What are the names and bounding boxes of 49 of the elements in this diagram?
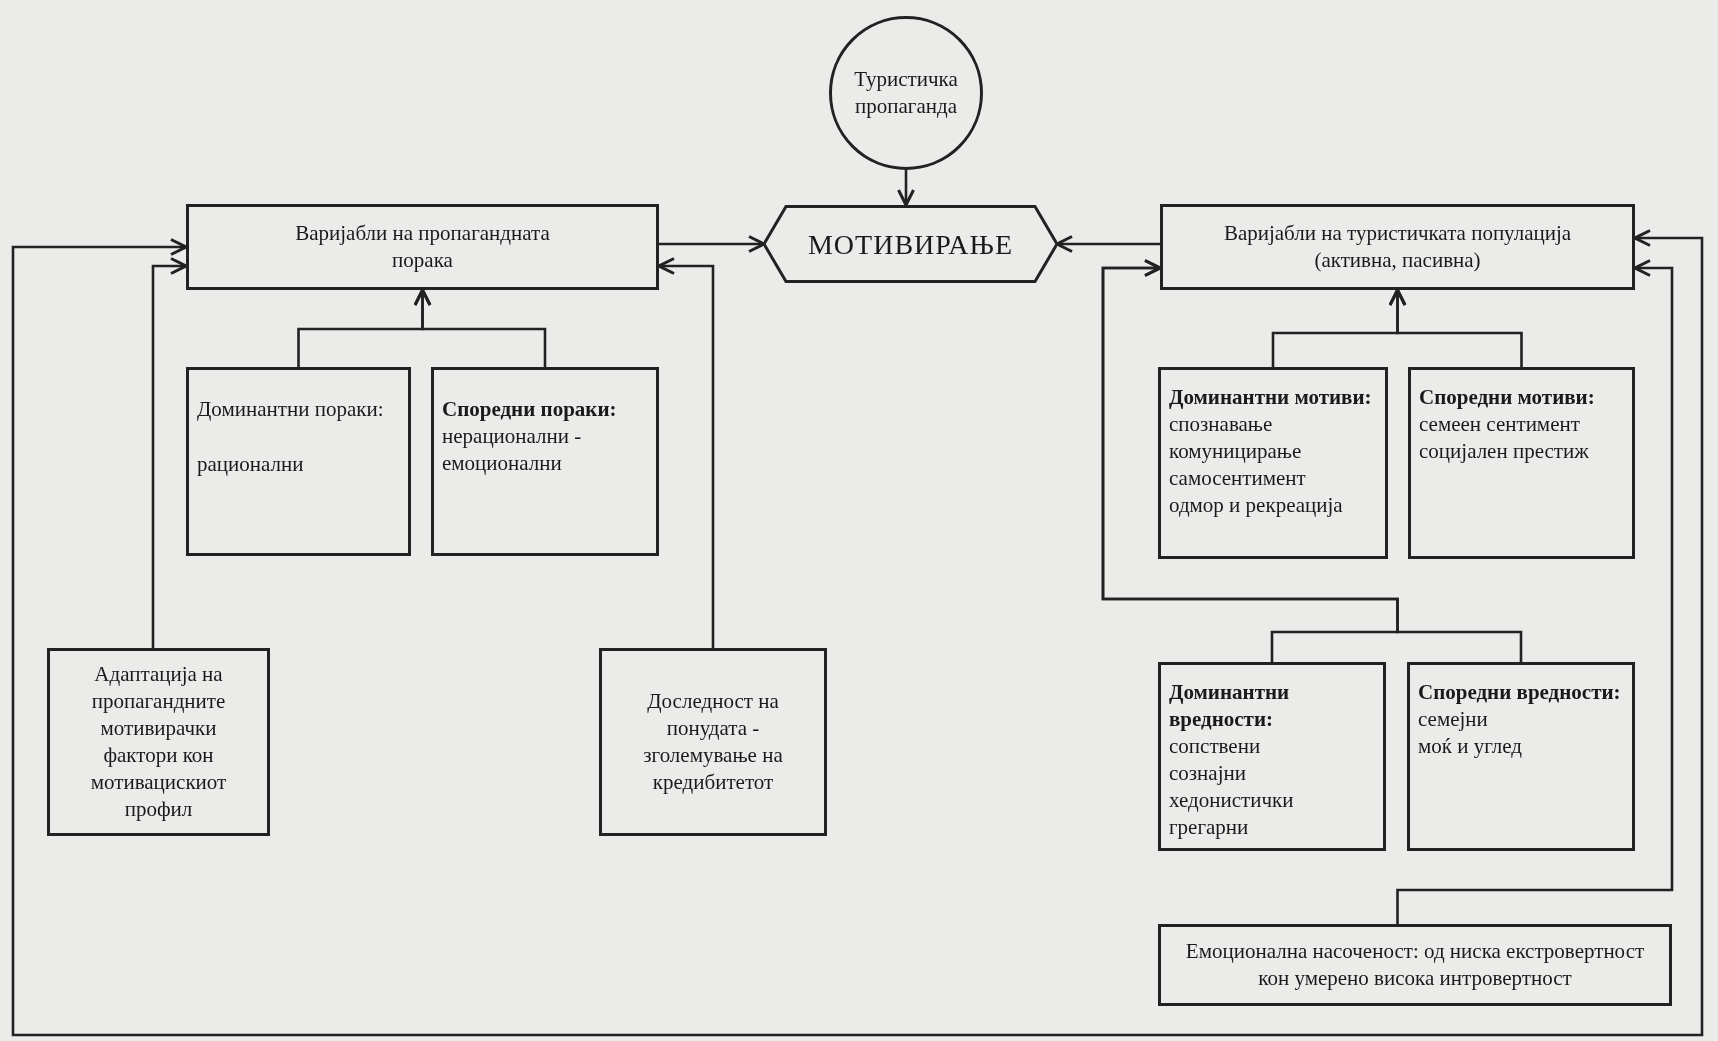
box-heading: Споредни вредности: [1418, 679, 1621, 706]
box-text: Доминантни пораки: [197, 396, 384, 423]
process-box [186, 204, 659, 290]
box-text: социјален престиж [1419, 438, 1589, 465]
box-text: одмор и рекреација [1169, 492, 1343, 519]
box-text: самосентимент [1169, 465, 1306, 492]
process-box [431, 367, 659, 556]
box-text: хедонистички [1169, 787, 1294, 814]
arrow [897, 170, 915, 207]
process-box [1408, 367, 1635, 559]
process-box [599, 648, 827, 836]
box-text: Емоционална насоченост: од ниска екстровертност кон умерено висока интровертност [1184, 938, 1646, 992]
arrow [151, 257, 188, 648]
box-heading: Споредни пораки: [442, 396, 617, 423]
process-box [1407, 662, 1635, 851]
box-text: рационални [197, 451, 304, 478]
box-heading: Доминантни вредности: [1169, 679, 1291, 733]
process-box [1158, 367, 1388, 559]
process-box [1158, 662, 1386, 851]
box-text: моќ и углед [1418, 733, 1522, 760]
box-text: Доследност на понудата - зголемување на кредибитетот [642, 688, 784, 796]
process-box [47, 648, 270, 836]
process-box [1160, 204, 1635, 290]
box-text: спознавање [1169, 411, 1273, 438]
box-text: нерационални - емоционални [442, 423, 583, 477]
arrow [659, 235, 766, 253]
arrow [11, 229, 1704, 1037]
box-text: семејни [1418, 706, 1488, 733]
box-text: Варијабли на туристичката популација (активна, пасивна) [1222, 220, 1573, 274]
arrow [413, 288, 547, 367]
arrow [1388, 288, 1523, 367]
box-text: Варијабли на пропагандната порака [294, 220, 551, 274]
box-text: Туристичка пропаганда [853, 66, 959, 120]
box-text: МОТИВИРАЊЕ [807, 230, 1014, 258]
arrow [1055, 235, 1160, 253]
box-text: сознајни [1169, 760, 1246, 787]
process-box [186, 367, 411, 556]
process-box [1158, 924, 1672, 1006]
box-text: сопствени [1169, 733, 1261, 760]
box-text: комуницирање [1169, 438, 1302, 465]
box-heading: Доминантни мотиви: [1169, 384, 1372, 411]
arrow [657, 257, 715, 648]
arrow [1101, 259, 1523, 662]
box-heading: Споредни мотиви: [1419, 384, 1595, 411]
box-text: Адаптација на пропагандните мотивирачки фактори кон мотивацискиот профил [89, 661, 228, 823]
arrow [1396, 259, 1674, 924]
box-text: семеен сентимент [1419, 411, 1580, 438]
hexagon-node [764, 205, 1057, 283]
box-text: грегарни [1169, 814, 1249, 841]
